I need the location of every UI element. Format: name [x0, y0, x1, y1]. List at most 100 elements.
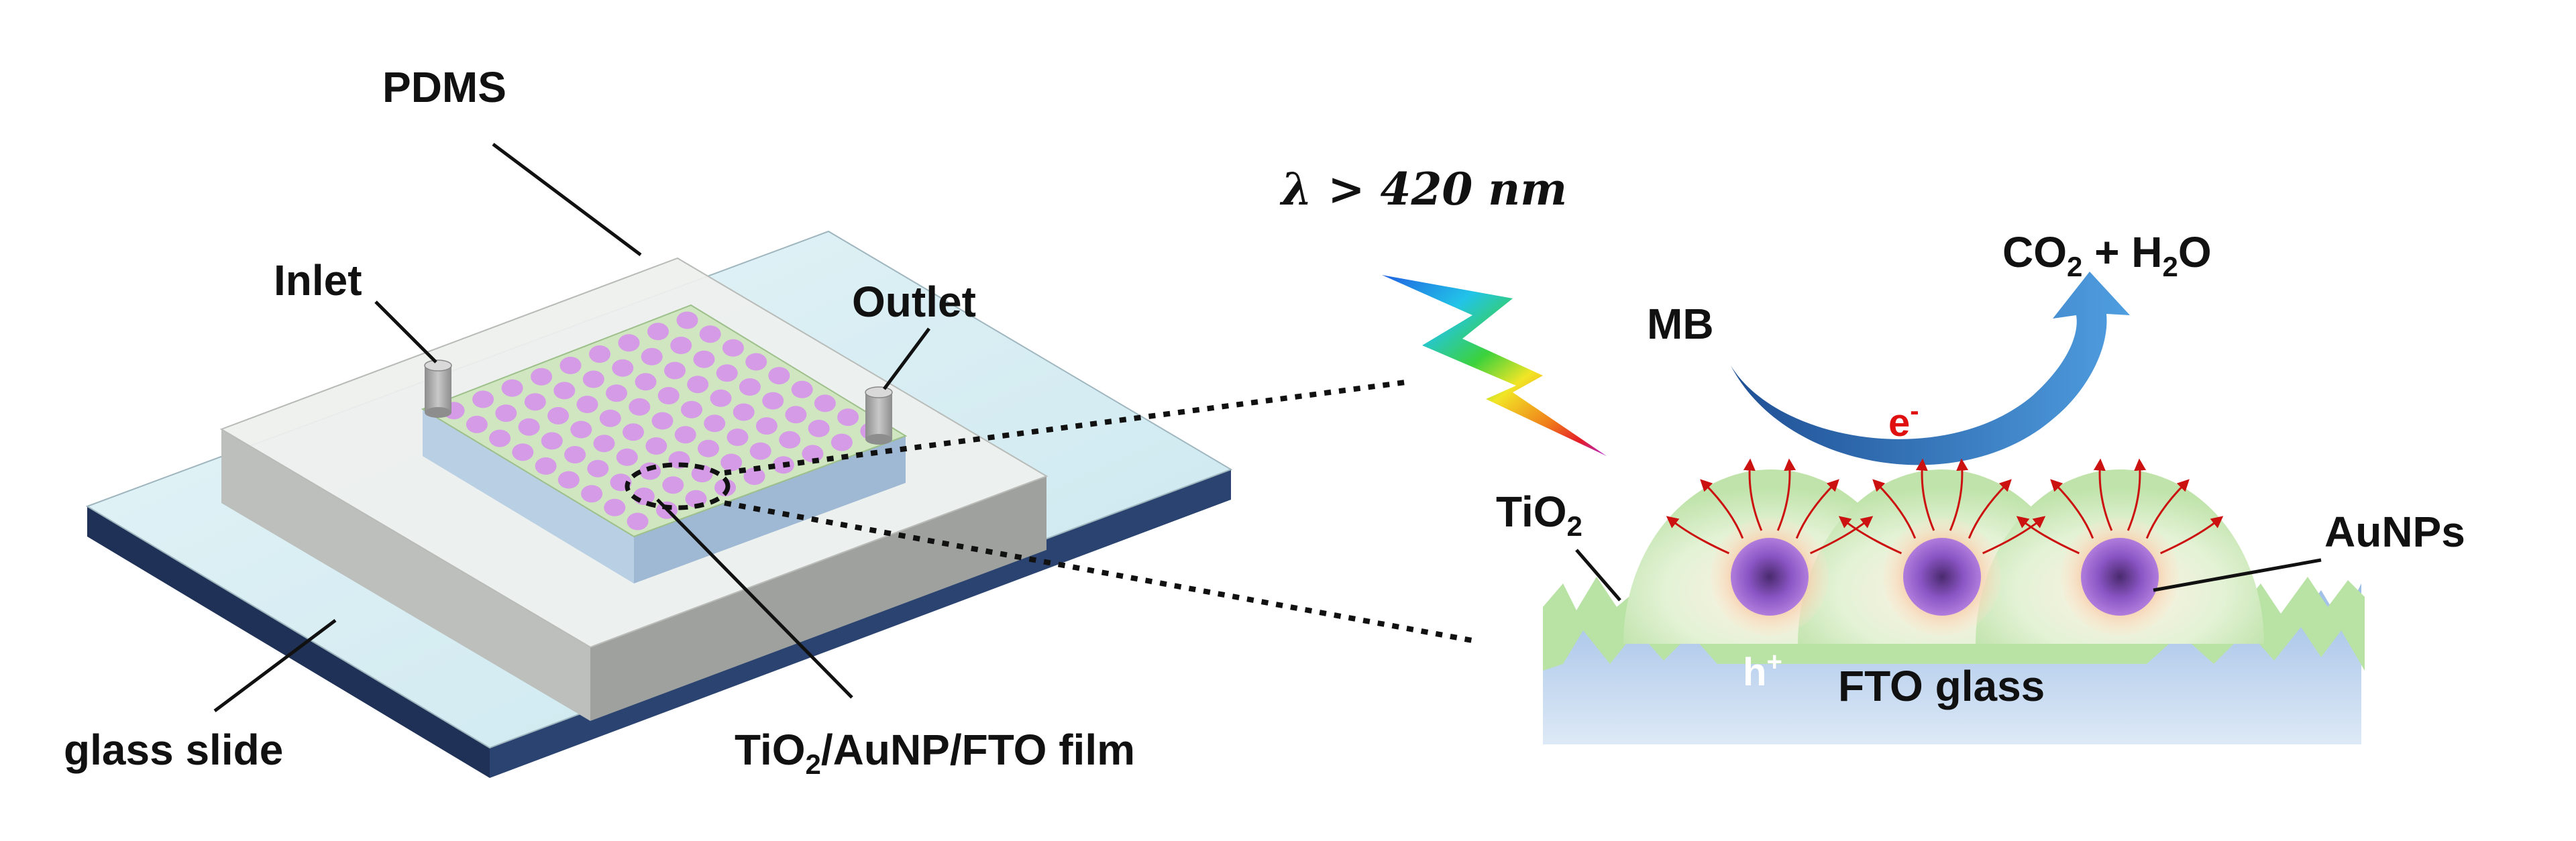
products-plus-h: + H [2082, 228, 2162, 276]
nanoparticle-dot [639, 462, 661, 480]
electron-charge: - [1910, 396, 1919, 426]
hot-electron-arrow [1949, 458, 1969, 531]
nanoparticle-dot [704, 414, 726, 433]
nanoparticle-dot [541, 432, 563, 450]
hot-electron-arrow [1872, 479, 1917, 539]
nanoparticle-dot [535, 457, 557, 475]
hot-electron-arrow [1915, 458, 1935, 531]
curved-reaction-arrow-icon [1731, 272, 2130, 465]
tio2-label-sub: 2 [1567, 510, 1582, 542]
nanoparticle-dot [495, 404, 517, 423]
nanoparticle-dot [785, 406, 807, 424]
nanoparticle-dot [604, 498, 626, 516]
hot-electron-arrow [1666, 516, 1730, 555]
nanoparticle-dot [830, 433, 853, 451]
nanoparticle-dot [762, 392, 784, 410]
products-o: O [2178, 228, 2212, 276]
nanoparticle-dot [687, 376, 709, 394]
tio2-label: TiO2 [1496, 488, 1582, 542]
products-h2-sub: 2 [2163, 251, 2178, 282]
film-front-face [423, 409, 634, 583]
aunp-core-3 [2081, 538, 2159, 616]
nanoparticle-dot [599, 409, 621, 427]
nanoparticle-dot [627, 512, 649, 530]
nanoparticle-dot [570, 420, 592, 439]
nanoparticle-dot [564, 446, 586, 463]
hot-electron-arrow [1982, 516, 2046, 555]
hole-label: h+ [1743, 647, 1782, 694]
nanoparticle-dot [623, 423, 644, 441]
nanoparticle-dot [745, 353, 767, 371]
fto-label: FTO glass [1838, 662, 2045, 710]
nanoparticle-dot [612, 359, 634, 377]
pdms-right-face [590, 476, 1046, 721]
nanoparticle-dot [524, 393, 546, 411]
nanoparticle-dot [710, 389, 732, 407]
film-label-sub: 2 [806, 748, 821, 780]
nanoparticle-dot [733, 403, 755, 421]
nanoparticle-dot [676, 311, 698, 329]
wavelength-label: λ > 420 nm [1279, 163, 1567, 215]
inlet-label: Inlet [274, 256, 362, 304]
nanoparticle-dot [635, 373, 657, 391]
hot-electron-arrow [2145, 479, 2190, 539]
nanoparticle-dot [657, 387, 680, 404]
device-illustration: PDMS Inlet Outlet glass slide TiO2/AuNP/… [64, 63, 1473, 780]
nanoparticle-dot [662, 476, 684, 494]
nanoparticle-dot [722, 339, 744, 357]
hot-electron-arrows [1666, 458, 2224, 555]
nanoparticle-dot [531, 368, 553, 386]
nanoparticle-dot [593, 435, 615, 453]
nanoparticle-dot [814, 394, 836, 412]
hot-electron-arrow [2127, 458, 2147, 531]
nanoparticle-dot [664, 361, 686, 380]
aunp-core-1 [1731, 538, 1809, 616]
nanoparticle-dot [472, 390, 494, 408]
nanoparticle-dot [553, 382, 576, 400]
nanoparticle-dot [720, 453, 743, 471]
inlet-leader-line [374, 300, 437, 363]
products-label: CO2 + H2O [2002, 228, 2212, 282]
nanoparticle-dot [582, 370, 604, 388]
film-label: TiO2/AuNP/FTO film [735, 726, 1135, 780]
aunp-core-2 [1903, 538, 1981, 616]
nanoparticle-dot [512, 443, 534, 461]
nanoparticle-dot [698, 439, 719, 457]
outlet-label: Outlet [852, 278, 976, 326]
hot-electron-arrow [1700, 479, 1744, 539]
aunps-label: AuNPs [2324, 508, 2465, 556]
mechanism-illustration: λ > 420 nm MB CO2 + H2O e- [1279, 163, 2465, 744]
nanoparticle-dot [743, 467, 765, 486]
nanoparticle-dot [808, 419, 830, 437]
nanoparticle-dot [466, 415, 488, 433]
nanoparticle-dot [739, 378, 761, 396]
aunps-leader-line [2153, 558, 2322, 592]
nanoparticle-dot [559, 356, 582, 374]
hot-electron-arrow [1838, 516, 1902, 555]
nanoparticle-dot [641, 347, 663, 366]
nanoparticle-dot [755, 417, 777, 435]
nanoparticle-dot [616, 448, 638, 466]
nanoparticle-dot [768, 367, 790, 385]
nanoparticle-dot [837, 408, 859, 427]
hole-symbol: h [1743, 651, 1766, 694]
hot-electron-arrow [1743, 458, 1763, 531]
nanoparticle-dot [691, 465, 713, 483]
tio2-label-main: TiO [1496, 488, 1567, 536]
nanoparticle-dot-array [443, 311, 882, 530]
aunp-particles [1711, 518, 2179, 636]
nanoparticle-dot [618, 334, 640, 352]
zoom-region-ellipse [625, 462, 731, 510]
nanoparticle-dot [674, 426, 696, 444]
nanoparticle-dot [716, 364, 738, 382]
nanoparticle-dot [581, 485, 603, 503]
nanoparticle-dot [670, 337, 692, 354]
nanoparticle-dot [714, 479, 736, 496]
electron-label: e- [1888, 396, 1919, 445]
electron-symbol: e [1888, 401, 1910, 445]
glass-slide-leader-line [213, 619, 337, 712]
hot-electron-arrow [1968, 479, 2012, 539]
hot-electron-arrow [1776, 458, 1796, 531]
nanoparticle-dot [576, 396, 598, 413]
